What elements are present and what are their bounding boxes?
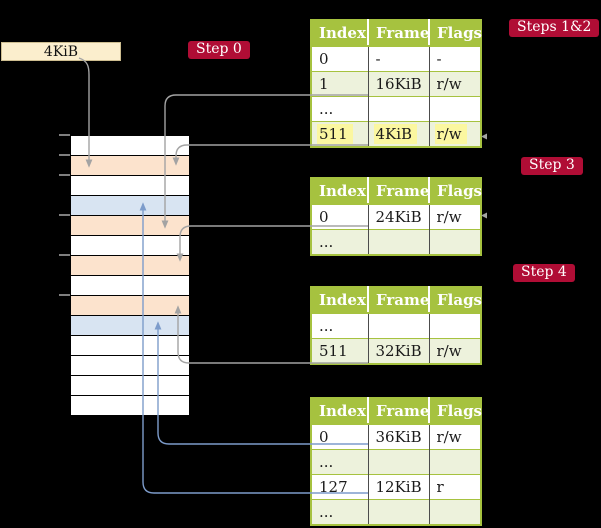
memory-row-white bbox=[71, 376, 189, 396]
memory-tick bbox=[59, 154, 70, 156]
badge-step-0: Step 0 bbox=[188, 41, 250, 59]
frame-size-label-box: 4KiB bbox=[1, 42, 121, 61]
table-cell: r/w bbox=[429, 203, 481, 230]
memory-row-peach bbox=[71, 296, 189, 316]
table-cell: 32KiB bbox=[368, 338, 430, 364]
table-cell: r/w bbox=[429, 121, 481, 147]
frame-size-label: 4KiB bbox=[43, 43, 79, 60]
memory-tick bbox=[59, 254, 70, 256]
table-row: ... bbox=[311, 449, 481, 475]
highlighted-value: r/w bbox=[434, 124, 467, 144]
badge-step-4: Step 4 bbox=[513, 264, 575, 282]
badge-step-3: Step 3 bbox=[521, 157, 583, 175]
table-row: ... bbox=[311, 229, 481, 255]
memory-row-white bbox=[71, 236, 189, 256]
table-cell: 12KiB bbox=[368, 474, 430, 500]
table-row: 0-- bbox=[311, 45, 481, 72]
table-cell: 1 bbox=[311, 71, 369, 97]
memory-row-blue bbox=[71, 316, 189, 336]
table-cell: ... bbox=[311, 312, 369, 339]
table-cell: 0 bbox=[311, 423, 369, 450]
table-cell: ... bbox=[311, 96, 369, 122]
table-cell: r bbox=[429, 474, 481, 500]
table-cell: ... bbox=[311, 229, 369, 255]
table-cell: 127 bbox=[311, 474, 369, 500]
column-header: Flags bbox=[429, 398, 482, 425]
table-cell bbox=[429, 499, 481, 525]
table-cell: 36KiB bbox=[368, 423, 430, 450]
column-header: Frame bbox=[368, 287, 430, 314]
memory-row-white bbox=[71, 276, 189, 296]
table-row: ... bbox=[311, 499, 481, 525]
table-cell: 16KiB bbox=[368, 71, 430, 97]
table-row: ... bbox=[311, 312, 481, 339]
column-header: Flags bbox=[429, 178, 482, 205]
column-header: Index bbox=[311, 20, 369, 47]
table-cell bbox=[368, 312, 430, 339]
badge-steps-1-2: Steps 1&2 bbox=[509, 19, 600, 37]
table-cell bbox=[429, 312, 481, 339]
table-cell: ... bbox=[311, 449, 369, 475]
table-cell bbox=[368, 499, 430, 525]
column-header: Flags bbox=[429, 287, 482, 314]
memory-column bbox=[70, 135, 190, 416]
memory-row-white bbox=[71, 136, 189, 156]
memory-row-white bbox=[71, 176, 189, 196]
memory-row-peach bbox=[71, 156, 189, 176]
memory-tick bbox=[59, 134, 70, 136]
memory-tick bbox=[59, 214, 70, 216]
column-header: Frame bbox=[368, 398, 430, 425]
table-cell: 511 bbox=[311, 338, 369, 364]
table-cell: r/w bbox=[429, 423, 481, 450]
memory-tick bbox=[59, 294, 70, 296]
table-cell bbox=[368, 96, 430, 122]
memory-row-white bbox=[71, 356, 189, 376]
table-cell: - bbox=[368, 45, 430, 72]
table-cell: 4KiB bbox=[368, 121, 430, 147]
table-cell bbox=[429, 96, 481, 122]
column-header: Index bbox=[311, 287, 369, 314]
table-cell: r/w bbox=[429, 338, 481, 364]
column-header: Index bbox=[311, 398, 369, 425]
column-header: Frame bbox=[368, 20, 430, 47]
highlighted-value: 4KiB bbox=[373, 124, 418, 144]
memory-tick bbox=[59, 174, 70, 176]
column-header: Index bbox=[311, 178, 369, 205]
memory-row-white bbox=[71, 396, 189, 415]
table-row: 511 4KiB r/w bbox=[311, 121, 481, 147]
table-cell: - bbox=[429, 45, 481, 72]
table-cell bbox=[368, 449, 430, 475]
table-cell: 0 bbox=[311, 203, 369, 230]
memory-row-blue bbox=[71, 196, 189, 216]
table-cell bbox=[429, 449, 481, 475]
table-cell: r/w bbox=[429, 71, 481, 97]
table-cell bbox=[368, 229, 430, 255]
table-cell: 511 bbox=[311, 121, 369, 147]
column-header: Flags bbox=[429, 20, 482, 47]
highlighted-value: 511 bbox=[317, 124, 353, 144]
memory-row-peach bbox=[71, 256, 189, 276]
table-cell: 24KiB bbox=[368, 203, 430, 230]
table-cell: 0 bbox=[311, 45, 369, 72]
column-header: Frame bbox=[368, 178, 430, 205]
memory-row-peach bbox=[71, 216, 189, 236]
table-cell bbox=[429, 229, 481, 255]
memory-row-white bbox=[71, 336, 189, 356]
table-row: ... bbox=[311, 96, 481, 122]
table-cell: ... bbox=[311, 499, 369, 525]
